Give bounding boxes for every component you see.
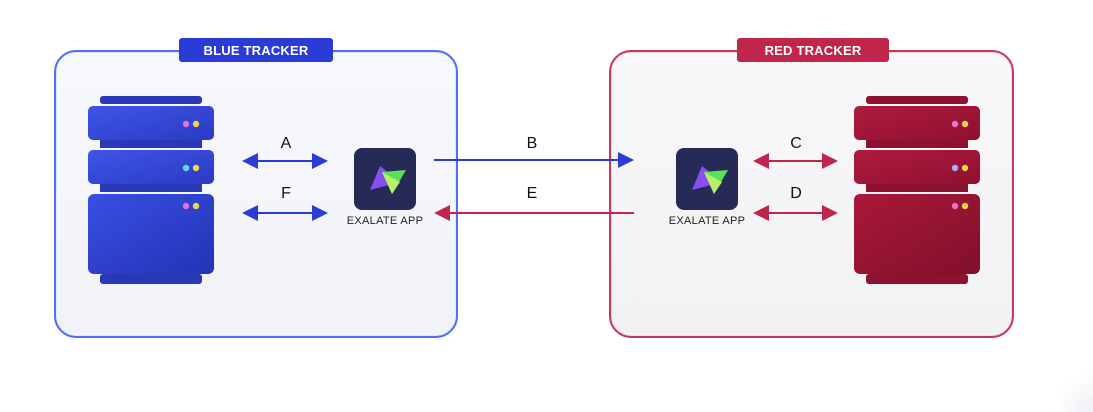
label-b: B <box>526 135 538 152</box>
red-exalate-logo-icon <box>676 148 738 210</box>
red-server-icon <box>854 96 980 284</box>
label-c: C <box>790 135 802 152</box>
red-tracker-title: RED TRACKER <box>737 38 889 62</box>
label-f: F <box>281 185 291 202</box>
blue-tracker-title: BLUE TRACKER <box>179 38 333 62</box>
label-a: A <box>280 135 292 152</box>
corner-shadow <box>1053 372 1093 412</box>
label-e: E <box>526 185 538 202</box>
blue-app-label: EXALATE APP <box>346 215 424 227</box>
blue-exalate-logo-icon <box>354 148 416 210</box>
red-app-label: EXALATE APP <box>668 215 746 227</box>
blue-server-icon <box>88 96 214 284</box>
label-d: D <box>790 185 802 202</box>
